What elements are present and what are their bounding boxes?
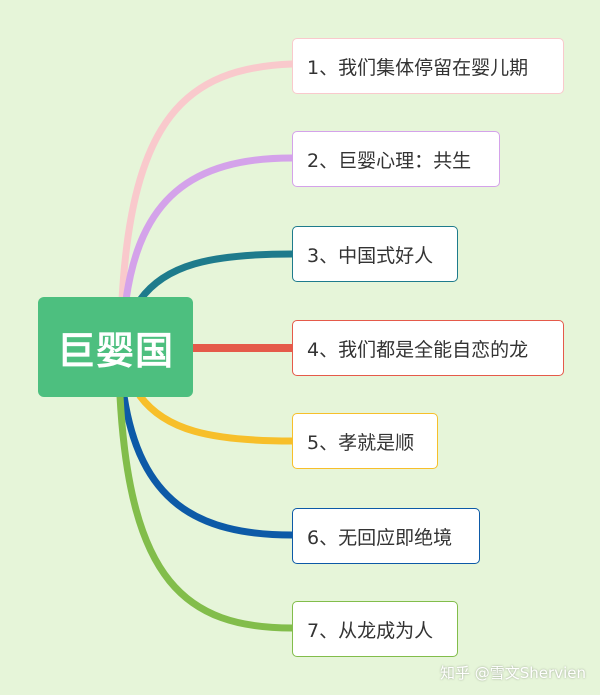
branch-node-1[interactable]: 1、我们集体停留在婴儿期 bbox=[292, 38, 564, 94]
branch-node-4[interactable]: 4、我们都是全能自恋的龙 bbox=[292, 320, 564, 376]
connector-7 bbox=[116, 392, 296, 632]
connector-1 bbox=[118, 60, 296, 304]
branch-label-5: 5、孝就是顺 bbox=[307, 431, 415, 454]
connector-2 bbox=[122, 154, 296, 304]
branch-label-2: 2、巨婴心理：共生 bbox=[307, 149, 472, 172]
branch-label-3: 3、中国式好人 bbox=[307, 244, 434, 267]
branch-node-5[interactable]: 5、孝就是顺 bbox=[292, 413, 438, 469]
root-node[interactable]: 巨婴国 bbox=[38, 297, 193, 397]
branch-label-4: 4、我们都是全能自恋的龙 bbox=[307, 338, 529, 361]
branch-node-7[interactable]: 7、从龙成为人 bbox=[292, 601, 458, 657]
branch-label-1: 1、我们集体停留在婴儿期 bbox=[307, 56, 529, 79]
connector-3 bbox=[136, 250, 296, 304]
branch-label-6: 6、无回应即绝境 bbox=[307, 526, 453, 549]
branch-node-3[interactable]: 3、中国式好人 bbox=[292, 226, 458, 282]
branch-node-2[interactable]: 2、巨婴心理：共生 bbox=[292, 131, 500, 187]
branch-label-7: 7、从龙成为人 bbox=[307, 619, 434, 642]
connector-5 bbox=[136, 392, 296, 445]
branch-node-6[interactable]: 6、无回应即绝境 bbox=[292, 508, 480, 564]
connector-6 bbox=[120, 392, 296, 539]
watermark: 知乎 @雪文Shervien bbox=[440, 664, 586, 682]
root-label: 巨婴国 bbox=[56, 328, 174, 373]
